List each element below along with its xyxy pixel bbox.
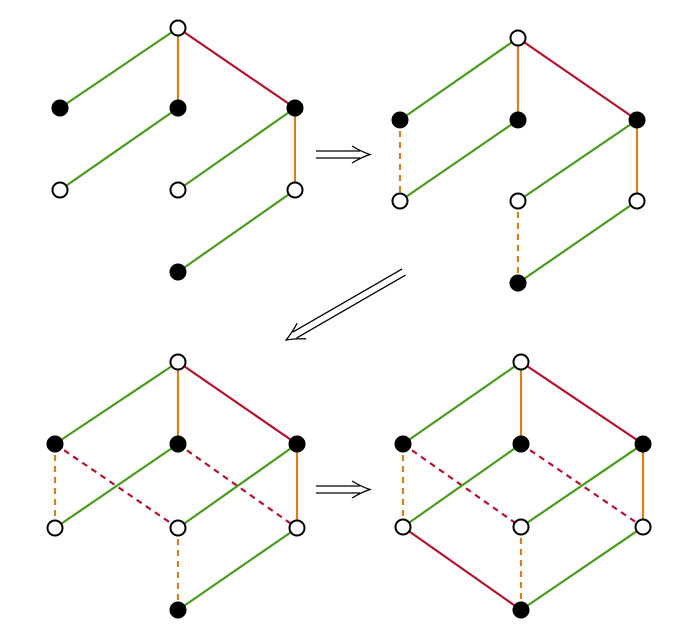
edge-t-ur-red-solid — [176, 360, 299, 446]
edge-t-ur-red-solid — [516, 36, 639, 122]
edge-um-lr-red-dashed — [520, 443, 644, 528]
edge-lr-b-green-solid — [519, 525, 645, 612]
filled-node-um — [169, 99, 187, 117]
filled-node-ur — [288, 435, 306, 453]
panel-bottom-left — [46, 353, 306, 619]
edge-lr-b-green-solid — [176, 526, 299, 612]
open-node-lr — [628, 192, 646, 210]
open-node-lm — [169, 519, 187, 537]
panel-top-left — [51, 19, 304, 281]
filled-node-b — [169, 263, 187, 281]
open-node-lm — [169, 181, 187, 199]
arrow-step-1 — [316, 145, 373, 164]
arrow-step-2 — [284, 268, 406, 341]
panel-top-right — [391, 29, 646, 292]
arrow-step-3 — [316, 480, 373, 499]
open-node-t — [169, 353, 187, 371]
open-node-ll — [394, 518, 412, 536]
open-node-lm — [512, 518, 530, 536]
filled-node-ul — [51, 99, 69, 117]
open-node-ll — [391, 192, 409, 210]
edge-t-ul-green-solid — [401, 360, 523, 446]
edge-t-ur-red-solid — [176, 26, 297, 110]
filled-node-ur — [628, 111, 646, 129]
edge-um-ll-green-solid — [401, 442, 523, 529]
filled-node-ul — [391, 111, 409, 129]
edge-ur-lm-green-solid — [516, 118, 639, 203]
open-node-ll — [46, 519, 64, 537]
filled-node-ul — [394, 435, 412, 453]
edge-ur-lm-green-solid — [519, 442, 645, 529]
edge-ur-lm-green-solid — [176, 106, 297, 192]
edge-t-ur-red-solid — [519, 360, 645, 446]
edge-um-lr-red-dashed — [177, 443, 298, 529]
filled-node-um — [169, 435, 187, 453]
filled-node-um — [509, 111, 527, 129]
open-node-lr — [288, 519, 306, 537]
edge-lr-b-green-solid — [516, 199, 639, 285]
filled-node-b — [169, 601, 187, 619]
filled-node-um — [512, 435, 530, 453]
filled-node-b — [509, 274, 527, 292]
filled-node-ur — [634, 435, 652, 453]
edge-t-ul-green-solid — [58, 26, 180, 110]
edge-t-ul-green-solid — [398, 36, 520, 122]
open-node-ll — [51, 181, 69, 199]
edge-ur-lm-green-solid — [176, 442, 299, 530]
open-node-t — [512, 353, 530, 371]
open-node-lr — [634, 518, 652, 536]
edge-um-ll-green-solid — [398, 118, 520, 203]
filled-node-b — [512, 601, 530, 619]
edge-ul-lm-red-dashed — [54, 443, 179, 529]
edge-t-ul-green-solid — [53, 360, 180, 446]
open-node-lm — [509, 192, 527, 210]
edge-um-ll-green-solid — [58, 106, 180, 192]
panel-bottom-right — [394, 353, 652, 619]
open-node-t — [509, 29, 527, 47]
filled-node-ul — [46, 435, 64, 453]
open-node-lr — [286, 181, 304, 199]
edge-um-ll-green-solid — [53, 442, 180, 530]
edge-ul-lm-red-dashed — [402, 443, 522, 528]
open-node-t — [169, 19, 187, 37]
filled-node-ur — [286, 99, 304, 117]
edge-lr-b-green-solid — [176, 188, 297, 274]
edge-ll-b-red-solid — [401, 525, 523, 612]
